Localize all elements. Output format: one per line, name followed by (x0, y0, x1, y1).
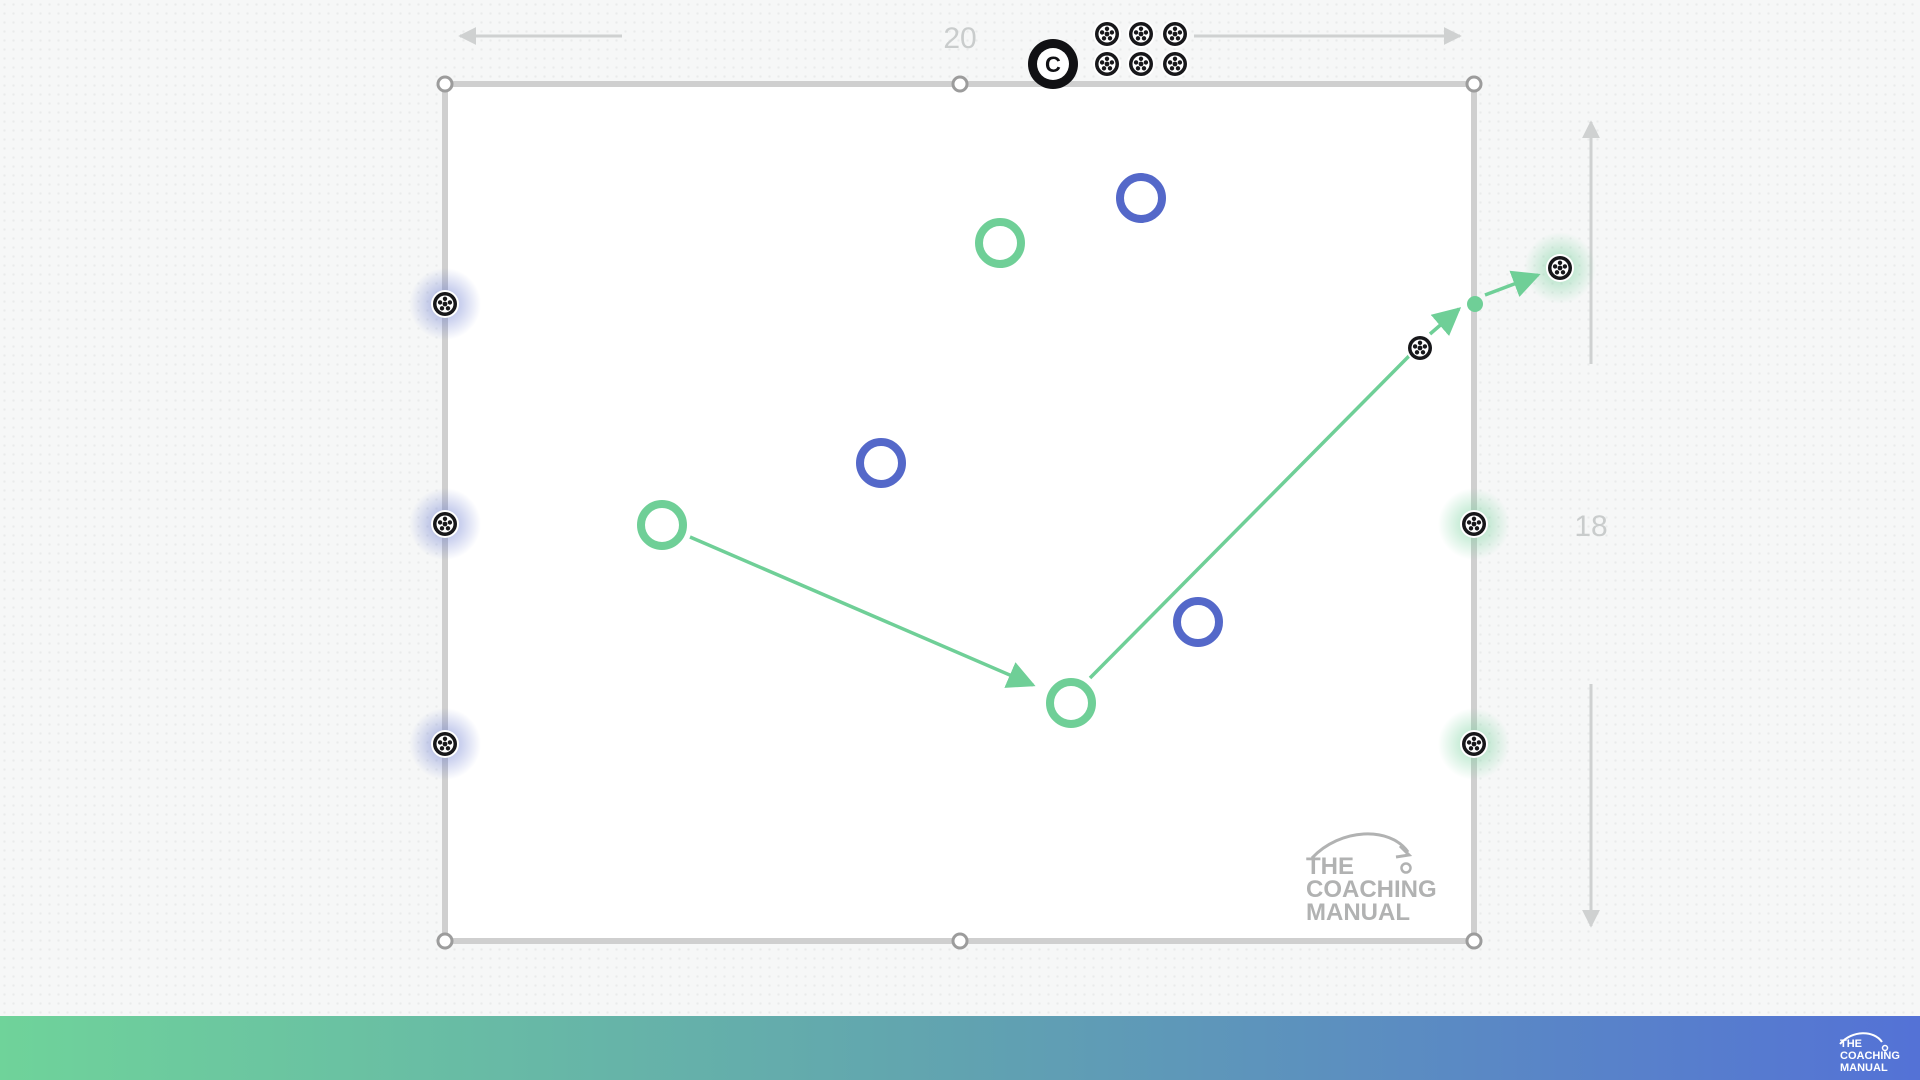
cone-icon (436, 75, 454, 93)
soccer-ball-icon (1127, 50, 1155, 78)
pass-arrow-2 (1088, 350, 1415, 680)
width-dimension: 20 (458, 22, 1462, 55)
soccer-ball-icon[interactable] (1460, 510, 1488, 538)
player-blue-2[interactable] (856, 438, 906, 488)
footer-logo-line-2: COACHING (1840, 1050, 1900, 1062)
players (637, 173, 1223, 728)
cone-icon (436, 932, 454, 950)
pitch-area (445, 84, 1474, 941)
cone-icon (951, 932, 969, 950)
captain-icon: C (1028, 39, 1078, 89)
soccer-ball-icon (1127, 20, 1155, 48)
soccer-ball-icon[interactable] (1406, 334, 1434, 362)
soccer-ball-icon[interactable] (431, 510, 459, 538)
pass-arrow-1 (689, 535, 1036, 688)
soccer-ball-icon[interactable] (1546, 254, 1574, 282)
watermark-line-2: COACHING (1306, 876, 1437, 903)
footer-bar: THE COACHING MANUAL (0, 1016, 1920, 1080)
pass-arrow-2-head (1428, 307, 1462, 337)
watermark-line-1: THE (1306, 853, 1354, 880)
footer-logo: THE COACHING MANUAL (1839, 1032, 1900, 1074)
footer-logo-line-3: MANUAL (1840, 1062, 1888, 1074)
player-green-2[interactable] (637, 500, 687, 550)
target-marker (1467, 296, 1483, 312)
cone-icon (1465, 75, 1483, 93)
width-label: 20 (943, 22, 976, 55)
soccer-ball-icon[interactable] (1460, 730, 1488, 758)
soccer-ball-icon[interactable] (431, 290, 459, 318)
player-blue-3[interactable] (1173, 597, 1223, 647)
footer-logo-swoosh-icon (1839, 1032, 1883, 1045)
height-dimension: 18 (1574, 120, 1608, 928)
boundary-cones (436, 75, 1483, 950)
cone-icon (951, 75, 969, 93)
player-green-1[interactable] (975, 218, 1025, 268)
pass-lines (689, 270, 1541, 688)
soccer-ball-icon (1161, 20, 1189, 48)
captain-badge-label: C (1045, 52, 1061, 77)
perimeter-balls (409, 232, 1596, 780)
cone-icon (1465, 932, 1483, 950)
soccer-ball-icon (1093, 20, 1121, 48)
watermark-line-3: MANUAL (1306, 899, 1410, 926)
watermark-logo: THE COACHING MANUAL (1306, 832, 1437, 926)
soccer-ball-icon (1161, 50, 1189, 78)
height-label: 18 (1574, 510, 1607, 543)
soccer-ball-icon[interactable] (431, 730, 459, 758)
spare-balls (1093, 20, 1189, 78)
soccer-ball-icon (1093, 50, 1121, 78)
logo-swoosh-icon (1310, 832, 1410, 860)
player-green-3[interactable] (1046, 678, 1096, 728)
player-blue-1[interactable] (1116, 173, 1166, 223)
footer-logo-line-1: THE (1840, 1038, 1862, 1050)
